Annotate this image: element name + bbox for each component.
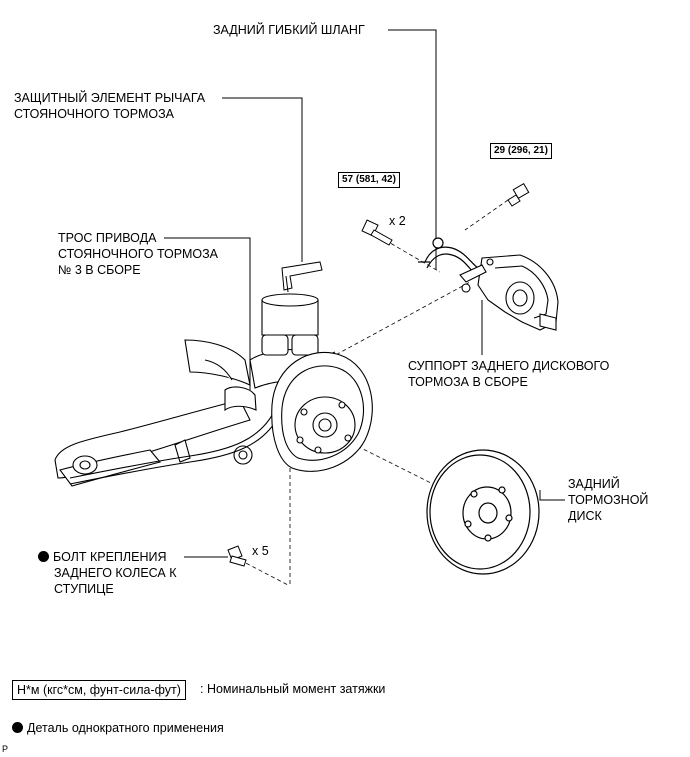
wheel-hub: [294, 396, 356, 454]
brake-caliper: [459, 254, 559, 331]
label-hub-bolt-line1: БОЛТ КРЕПЛЕНИЯ: [38, 549, 166, 565]
label-lever-cover-line1: ЗАЩИТНЫЙ ЭЛЕМЕНТ РЫЧАГА: [14, 91, 206, 105]
caliper-bolt: [361, 219, 393, 246]
dash-caliper-to-hub: [329, 281, 471, 359]
label-hub-bolt-line2: ЗАДНЕГО КОЛЕСА К: [54, 566, 177, 580]
qty-caliper-bolt: x 2: [389, 214, 406, 228]
label-disc-line3: ДИСК: [568, 509, 602, 523]
hub-bolt-text-line1: БОЛТ КРЕПЛЕНИЯ: [53, 550, 167, 564]
label-rear-hose: ЗАДНИЙ ГИБКИЙ ШЛАНГ: [213, 23, 365, 37]
leader-lever-cover: [222, 97, 303, 262]
qty-hub-bolt: x 5: [252, 544, 269, 558]
corner-mark: P: [2, 744, 9, 754]
label-disc-line2: ТОРМОЗНОЙ: [568, 493, 649, 507]
leader-rear-hose: [388, 29, 437, 270]
label-parking-cable-line1: ТРОС ПРИВОДА: [58, 231, 157, 245]
label-hub-bolt-line3: СТУПИЦЕ: [54, 582, 114, 596]
legend-single-use: Деталь однократного применения: [12, 720, 224, 736]
parking-lever-cover: [281, 261, 323, 293]
single-use-dot-icon: [38, 551, 49, 562]
legend-torque-units: Н*м (кгс*см, фунт-сила-фут): [12, 680, 186, 700]
legend-single-use-dot-icon: [12, 722, 23, 733]
label-caliper-line2: ТОРМОЗА В СБОРЕ: [408, 375, 528, 389]
rear-brake-disc: [426, 449, 540, 575]
torque-caliper-bolt: 57 (581, 42): [338, 172, 400, 188]
torque-hose-bolt: 29 (296, 21): [490, 143, 552, 159]
dash-hub-bolt-diag: [239, 559, 289, 586]
leader-parking-cable: [164, 237, 251, 400]
leader-disc: [539, 490, 565, 501]
label-lever-cover-line2: СТОЯНОЧНОГО ТОРМОЗА: [14, 107, 174, 121]
hose-bolt: [507, 182, 530, 207]
dash-hose-bolt: [464, 199, 509, 231]
dash-hub-to-disc: [344, 439, 446, 491]
rear-flexible-hose: [418, 237, 479, 275]
hub-bolt: [227, 545, 247, 567]
dash-caliper-bolt: [384, 239, 441, 273]
label-disc-line1: ЗАДНИЙ: [568, 477, 620, 491]
legend-single-use-text: Деталь однократного применения: [27, 721, 224, 735]
rear-axle-beam: [54, 293, 326, 487]
label-parking-cable-line2: СТОЯНОЧНОГО ТОРМОЗА: [58, 247, 218, 261]
label-caliper-line1: СУППОРТ ЗАДНЕГО ДИСКОВОГО: [408, 359, 610, 373]
legend-torque-desc: : Номинальный момент затяжки: [200, 682, 386, 696]
label-parking-cable-line3: № 3 В СБОРЕ: [58, 263, 141, 277]
